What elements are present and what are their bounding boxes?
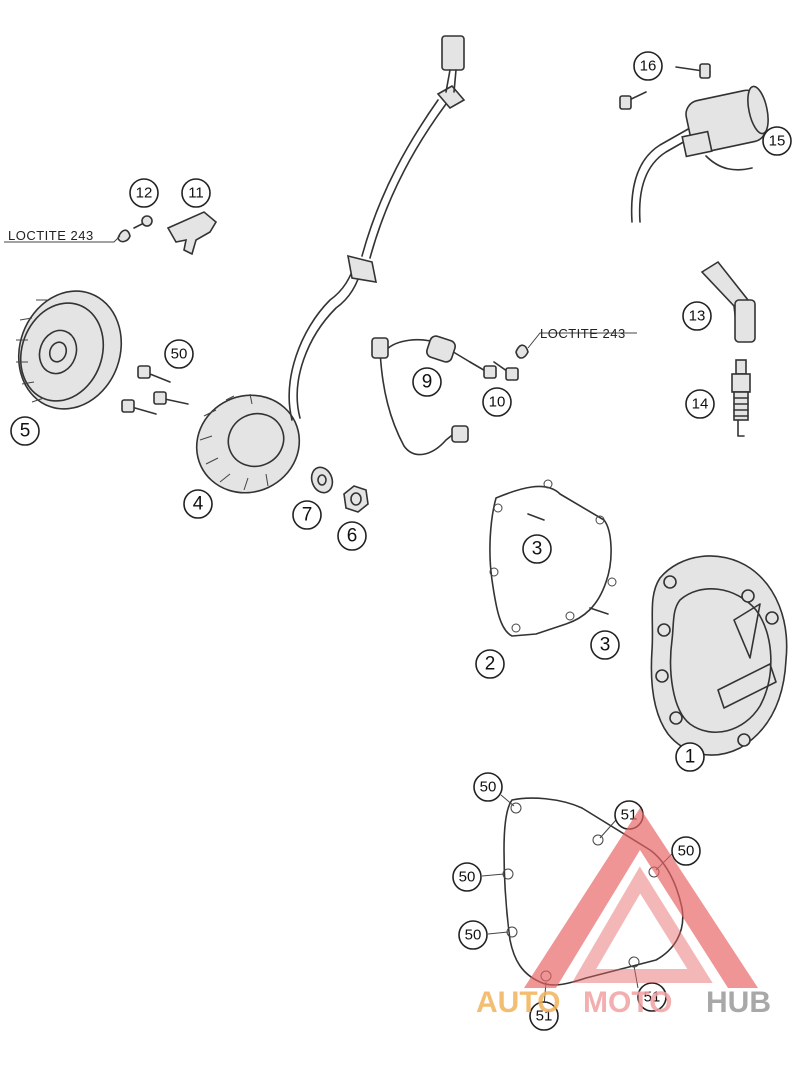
- callout-50-gasket-left-upper: 50: [452, 862, 482, 892]
- callout-5: 5: [10, 416, 40, 446]
- callout-50-gasket-top: 50: [473, 772, 503, 802]
- loctite-label-right: LOCTITE 243: [540, 326, 626, 341]
- flywheel-part-5: [16, 290, 123, 410]
- svg-text:6: 6: [347, 526, 358, 547]
- stator-part-4: [195, 393, 301, 494]
- svg-text:15: 15: [769, 133, 786, 150]
- watermark-auto: AUTO: [476, 986, 560, 1019]
- svg-text:50: 50: [465, 927, 482, 944]
- callout-3-a: 3: [522, 534, 552, 564]
- washer-part-7: [310, 466, 334, 494]
- svg-text:14: 14: [692, 396, 709, 413]
- callout-4: 4: [183, 489, 213, 519]
- screw-part-16-a: [675, 63, 711, 79]
- callout-50-gasket-left-lower: 50: [458, 920, 488, 950]
- screws-part-10: [469, 344, 529, 381]
- svg-text:7: 7: [302, 505, 313, 526]
- callout-51-gasket-bottom-right: 51: [637, 982, 667, 1012]
- callout-11: 11: [181, 178, 211, 208]
- watermark-triangle-icon: [524, 808, 758, 988]
- callout-16: 16: [633, 51, 663, 81]
- svg-text:50: 50: [480, 779, 497, 796]
- callout-1: 1: [675, 742, 705, 772]
- svg-text:1: 1: [685, 747, 696, 768]
- svg-text:50: 50: [459, 869, 476, 886]
- callout-14: 14: [685, 389, 715, 419]
- svg-text:12: 12: [136, 185, 153, 202]
- bracket-part-11: [166, 211, 218, 256]
- svg-text:16: 16: [640, 58, 657, 75]
- automotohub-watermark: AUTO MOTO HUB: [476, 808, 771, 1019]
- callout-15: 15: [762, 126, 792, 156]
- stator-cable: [288, 35, 466, 421]
- svg-text:11: 11: [188, 185, 204, 202]
- svg-text:51: 51: [644, 989, 661, 1006]
- svg-text:4: 4: [193, 494, 204, 515]
- watermark-moto: MOTO: [583, 986, 672, 1019]
- callout-13: 13: [682, 301, 712, 331]
- svg-text:9: 9: [422, 372, 433, 393]
- nut-part-6: [343, 485, 369, 513]
- callout-50-gasket-right: 50: [671, 836, 701, 866]
- callout-2: 2: [475, 649, 505, 679]
- svg-text:2: 2: [485, 654, 496, 675]
- svg-text:10: 10: [489, 394, 506, 411]
- callout-3-b: 3: [590, 630, 620, 660]
- svg-text:13: 13: [689, 308, 706, 325]
- callout-7: 7: [292, 500, 322, 530]
- svg-text:3: 3: [532, 539, 543, 560]
- dowel-pins-part-3: [527, 513, 609, 615]
- callout-50-flywheel-screws: 50: [164, 339, 194, 369]
- pulse-generator-part-9: [371, 335, 471, 456]
- screw-part-12: [117, 215, 153, 243]
- svg-text:50: 50: [678, 843, 695, 860]
- callout-51-gasket-bottom: 51: [529, 1001, 559, 1031]
- svg-text:50: 50: [171, 346, 188, 363]
- leader-lines: [4, 235, 673, 1007]
- ignition-cover-part-1: [650, 555, 788, 756]
- loctite-label-left: LOCTITE 243: [8, 228, 94, 243]
- spark-plug-connector-part-13: [700, 260, 756, 343]
- inner-gasket-part-2: [489, 479, 617, 637]
- svg-text:51: 51: [536, 1008, 553, 1025]
- callout-9: 9: [412, 367, 442, 397]
- svg-text:5: 5: [20, 421, 31, 442]
- watermark-hub: HUB: [706, 986, 771, 1019]
- spark-plug-part-14: [731, 359, 751, 437]
- callout-10: 10: [482, 387, 512, 417]
- ignition-coil-part-15: [630, 85, 769, 223]
- screw-part-16-b: [619, 91, 647, 110]
- callout-6: 6: [337, 521, 367, 551]
- svg-text:3: 3: [600, 635, 611, 656]
- screws-part-50-flywheel: [121, 365, 189, 415]
- callout-12: 12: [129, 178, 159, 208]
